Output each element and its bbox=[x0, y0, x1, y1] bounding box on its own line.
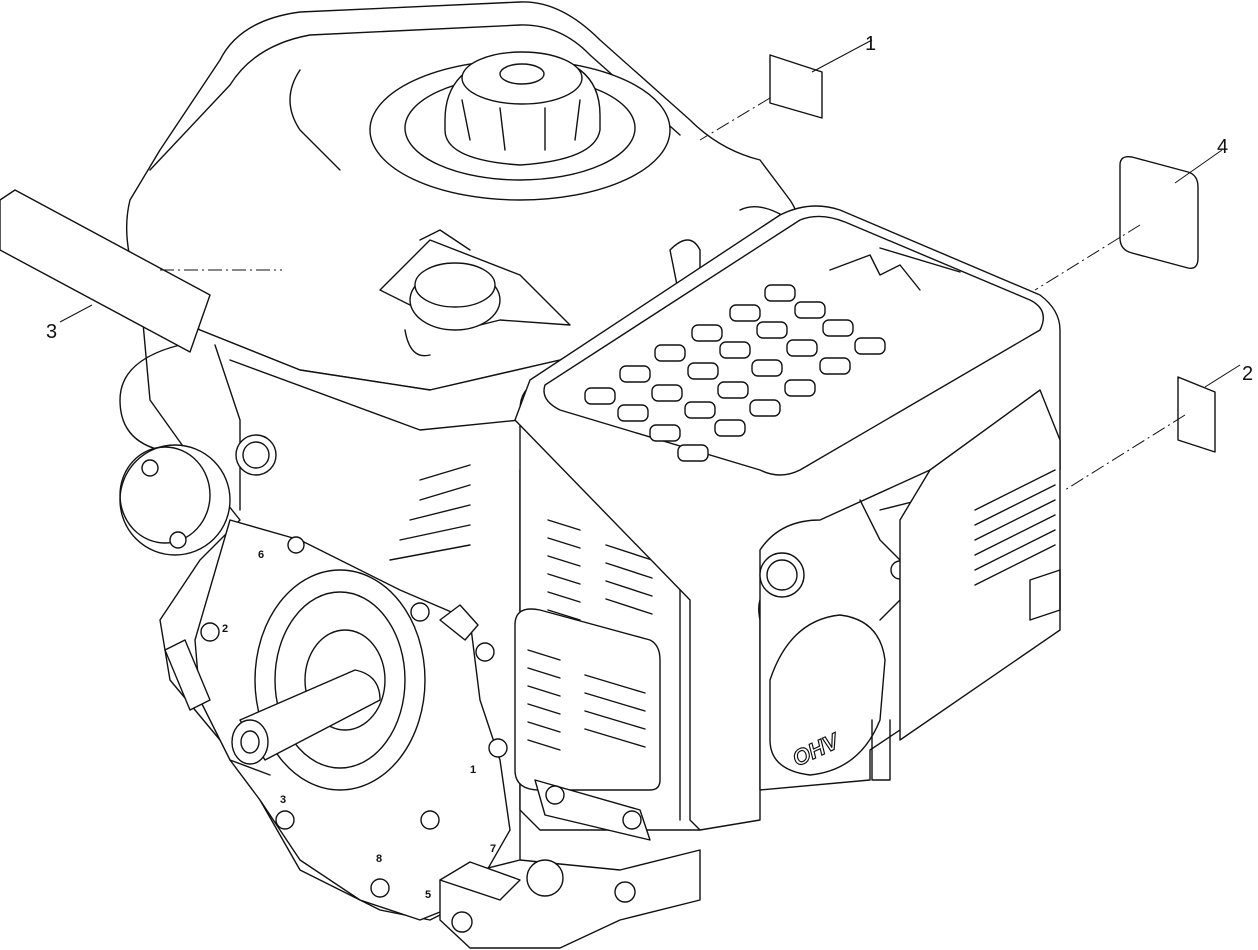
carburetor: OHV bbox=[759, 448, 1032, 791]
pto-end-cover: 6 2 3 8 5 1 7 bbox=[164, 519, 511, 930]
shroud-vents bbox=[547, 519, 653, 621]
callout-4: 4 bbox=[1217, 136, 1228, 158]
oil-dipstick bbox=[379, 229, 571, 357]
bolt-mark-8: 8 bbox=[376, 853, 382, 865]
decal-4 bbox=[1119, 155, 1199, 269]
bolt-mark-3: 3 bbox=[280, 794, 286, 806]
engine-illustration: 6 2 3 8 5 1 7 bbox=[119, 1, 1061, 949]
fuel-cap bbox=[369, 51, 671, 201]
callout-3: 3 bbox=[46, 321, 57, 343]
leader-lines bbox=[59, 39, 1241, 491]
bolt-mark-5: 5 bbox=[425, 889, 431, 901]
side-cap bbox=[119, 444, 231, 556]
bolt-mark-1: 1 bbox=[470, 764, 476, 776]
air-cleaner-grille bbox=[584, 284, 886, 462]
decal-1 bbox=[769, 54, 823, 119]
bolt-mark-2: 2 bbox=[222, 623, 228, 635]
callout-1: 1 bbox=[865, 33, 876, 55]
muffler-guard bbox=[899, 389, 1061, 741]
bolt-mark-7: 7 bbox=[490, 843, 496, 855]
decal-3 bbox=[0, 189, 211, 353]
block-cooling-fins bbox=[389, 464, 471, 561]
decal-2 bbox=[1177, 376, 1216, 453]
air-cleaner bbox=[514, 205, 1061, 831]
bolt-mark-6: 6 bbox=[258, 549, 264, 561]
callout-2: 2 bbox=[1242, 363, 1253, 385]
